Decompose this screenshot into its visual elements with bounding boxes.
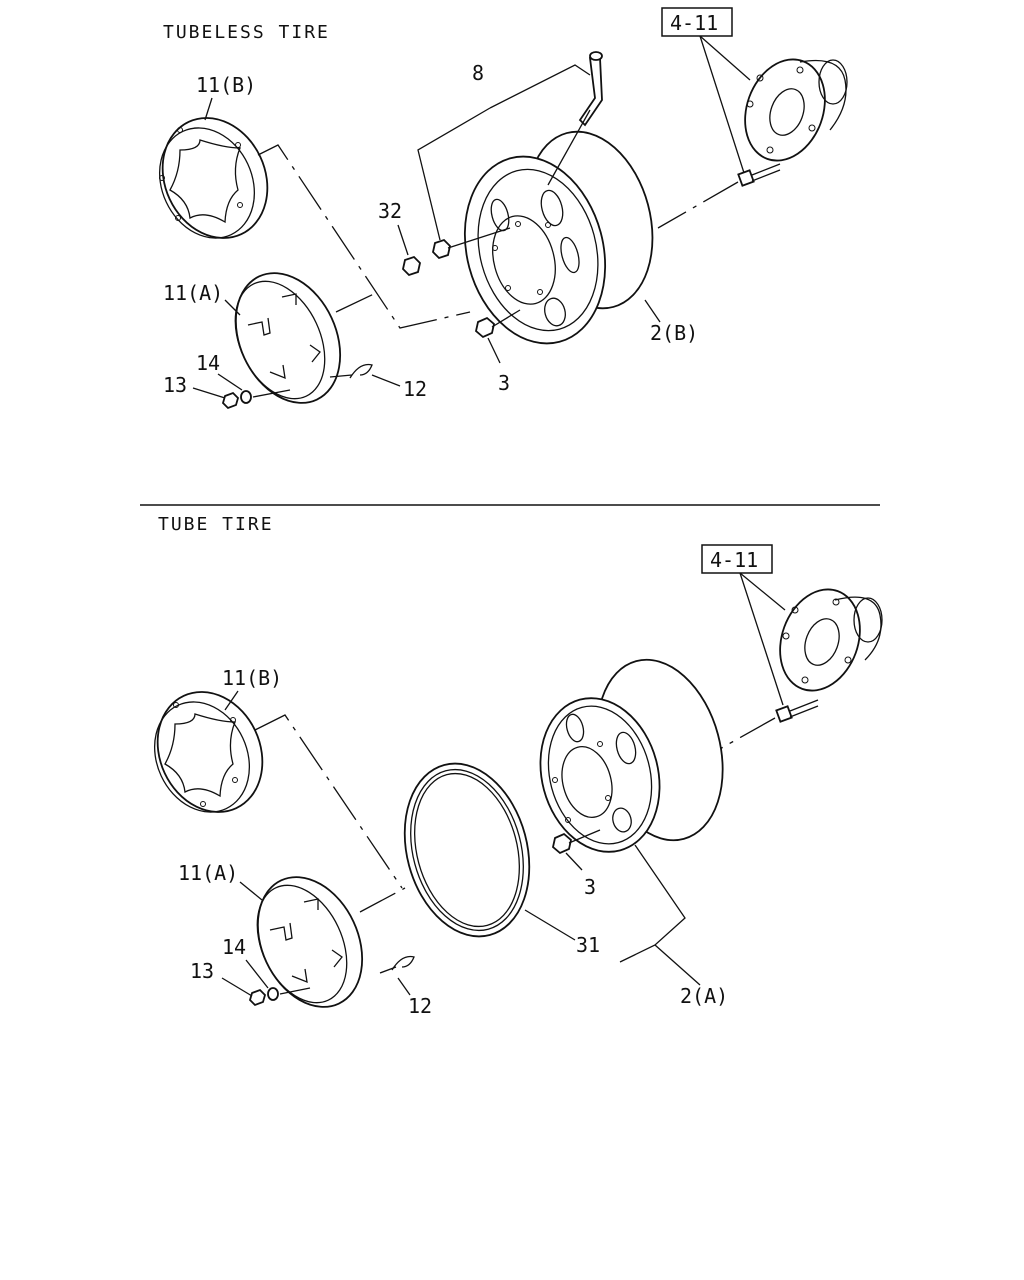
ref-label-top: 4-11	[670, 11, 718, 35]
label-14-top: 14	[196, 351, 220, 375]
label-12-top: 12	[403, 377, 427, 401]
wheel-hub-bottom	[775, 588, 883, 723]
label-11a-top: 11(A)	[163, 281, 223, 305]
ref-box-bottom[interactable]: 4-11	[701, 544, 773, 574]
label-13-bottom: 13	[190, 959, 214, 983]
label-32: 32	[378, 199, 402, 223]
tubeless-tire-section: TUBELESS TIRE 4-11	[158, 7, 848, 410]
label-14-bottom: 14	[222, 935, 246, 959]
ref-label-bottom: 4-11	[710, 548, 758, 572]
section-title-tube: TUBE TIRE	[158, 514, 274, 535]
wheel-cover-b-top	[158, 117, 269, 239]
label-8: 8	[472, 61, 484, 85]
tube-tire-section: TUBE TIRE 4-11	[153, 514, 883, 1018]
wheel-cover-a-top	[234, 272, 373, 404]
wheel-cover-a-bottom	[256, 876, 415, 1008]
label-11b-bottom: 11(B)	[222, 666, 282, 690]
valve-stem-top	[578, 51, 603, 127]
label-3-top: 3	[498, 371, 510, 395]
ref-box-top[interactable]: 4-11	[661, 7, 733, 37]
wheel-hub-top	[737, 58, 848, 187]
label-13-top: 13	[163, 373, 187, 397]
label-3-bottom: 3	[584, 875, 596, 899]
wheel-rim-top	[463, 130, 654, 345]
section-title-tubeless: TUBELESS TIRE	[163, 22, 330, 43]
label-12-bottom: 12	[408, 994, 432, 1018]
label-2b: 2(B)	[650, 321, 698, 345]
label-11a-bottom: 11(A)	[178, 861, 238, 885]
label-2a: 2(A)	[680, 984, 728, 1008]
label-31: 31	[576, 933, 600, 957]
wheel-rim-bottom	[539, 658, 724, 853]
rim-ring	[403, 762, 531, 938]
label-11b-top: 11(B)	[196, 73, 256, 97]
wheel-cover-b-bottom	[153, 691, 264, 813]
